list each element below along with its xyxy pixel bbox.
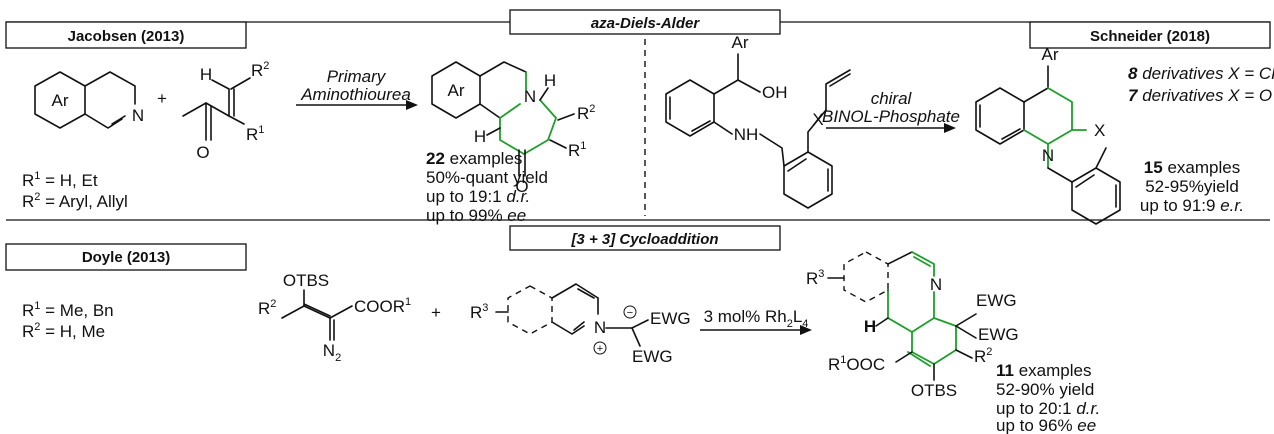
header-jacobsen: Jacobsen (2013) [5,21,247,49]
jacobsen-results-yield: 50%-quant yield [426,168,548,187]
schneider-product-n: N [1042,146,1054,165]
schneider-results: 15 examples 52-95%yield up to 91:9 e.r. [1140,158,1244,215]
doyle-ylide-plus-charge: + [597,343,603,355]
schneider-conditions-line1: chiral [871,89,913,108]
doyle-results-count: 11 examples [996,361,1091,380]
jacobsen-product-h-top: H [544,71,556,90]
schneider-derivative-ch2: 8 derivatives X = CH2 [1128,64,1274,87]
svg-text:Doyle (2013): Doyle (2013) [82,249,170,266]
doyle-product-ester: R1OOC [828,354,885,374]
doyle-product-otbs: OTBS [911,381,957,400]
jacobsen-results: 22 examples 50%-quant yield up to 19:1 d… [426,149,548,225]
jacobsen-reaction-arrow: Primary Aminothiourea [296,67,418,110]
svg-text:aza-Diels-Alder: aza-Diels-Alder [591,15,701,32]
svg-text:Schneider (2018): Schneider (2018) [1090,28,1210,45]
doyle-substituent-r1: R1 = Me, Bn [22,300,114,320]
jacobsen-results-count: 22 examples [426,149,522,168]
doyle-product-r2: R2 [974,346,992,366]
frame-lines [6,21,1270,221]
jacobsen-product-ring-label: Ar [448,81,465,100]
jacobsen-enone-structure: O H R2 R1 [182,60,269,162]
schneider-derivatives: 8 derivatives X = CH2 7 derivatives X = … [1128,64,1274,105]
jacobsen-product-h-ring: H [474,127,486,146]
jacobsen-product-r1: R1 [568,140,586,160]
schneider-reactant-x: X [812,110,823,129]
schneider-reactant-structure: Ar OH NH X [665,33,851,209]
doyle-results-ee: up to 96% ee [996,416,1096,434]
jacobsen-enone-r2: R2 [251,60,269,80]
doyle-plus: + [431,303,441,322]
jacobsen-results-dr: up to 19:1 d.r. [426,187,530,206]
schneider-product-ar: Ar [1042,45,1059,64]
schneider-product-structure: Ar N X [975,45,1121,225]
jacobsen-product-o: O [515,177,528,196]
schneider-product-x: X [1094,121,1105,140]
doyle-results: 11 examples 52-90% yield up to 20:1 d.r.… [996,361,1100,434]
jacobsen-plus: + [157,89,167,108]
schneider-reactant-oh: OH [762,83,788,102]
jacobsen-conditions-line2: Aminothiourea [300,85,411,104]
doyle-results-dr: up to 20:1 d.r. [996,399,1100,418]
jacobsen-product-n: N [524,87,536,106]
schneider-reactant-nh: NH [734,125,759,144]
schneider-results-count: 15 examples [1144,158,1240,177]
schneider-reactant-ar: Ar [732,33,749,52]
jacobsen-results-ee: up to 99% ee [426,206,526,225]
schneider-conditions-line2: BINOL-Phosphate [822,107,960,126]
jacobsen-enone-o: O [196,143,209,162]
schneider-results-yield: 52-95%yield [1145,177,1239,196]
jacobsen-imine-structure: Ar N [34,71,144,129]
jacobsen-enone-h: H [200,65,212,84]
doyle-diazo-r2: R2 [258,298,276,318]
doyle-product-n: N [930,275,942,294]
doyle-product-ewg-bottom: EWG [978,325,1019,344]
doyle-ylide-ewg-bottom: EWG [632,347,673,366]
schneider-derivative-o: 7 derivatives X = O [1128,86,1272,105]
schneider-results-er: up to 91:9 e.r. [1140,196,1244,215]
doyle-product-r3: R3 [806,268,824,288]
doyle-ylide-r3: R3 [470,302,488,322]
doyle-diazo-coor: COOR1 [354,296,411,316]
jacobsen-product-structure: Ar N H H O R2 R1 [431,61,595,196]
doyle-ylide-minus-charge: − [627,307,633,319]
svg-text:[3 + 3] Cycloaddition: [3 + 3] Cycloaddition [570,231,718,248]
header-aza-diels-alder: aza-Diels-Alder [509,9,781,35]
doyle-results-yield: 52-90% yield [996,380,1094,399]
jacobsen-substituent-r2: R2 = Aryl, Allyl [22,191,128,211]
jacobsen-ring-label: Ar [52,91,69,110]
doyle-product-ewg-top: EWG [976,291,1017,310]
doyle-product-h: H [864,317,876,336]
jacobsen-enone-r1: R1 [246,124,264,144]
doyle-substituent-r2: R2 = H, Me [22,321,105,341]
header-schneider: Schneider (2018) [1029,21,1271,49]
jacobsen-product-r2: R2 [577,103,595,123]
doyle-ylide-ewg-top: EWG [650,309,691,328]
doyle-ylide-structure: R3 N + − EWG EWG [470,283,691,366]
doyle-diazo-n2: N2 [323,341,341,364]
header-doyle: Doyle (2013) [5,243,247,271]
jacobsen-conditions-line1: Primary [327,67,387,86]
doyle-conditions: 3 mol% Rh2L4 [704,307,809,330]
doyle-diazo-structure: R2 OTBS COOR1 N2 [258,271,411,364]
doyle-product-structure: R3 N EWG EWG H R2 R1OOC OTBS [806,251,1019,400]
svg-text:Jacobsen (2013): Jacobsen (2013) [68,28,185,45]
doyle-reaction-arrow: 3 mol% Rh2L4 [700,307,812,335]
jacobsen-substituent-r1: R1 = H, Et [22,170,98,190]
doyle-ylide-n: N [594,318,606,337]
schneider-reaction-arrow: chiral BINOL-Phosphate [822,89,960,133]
doyle-diazo-otbs: OTBS [283,271,329,290]
jacobsen-imine-n: N [132,106,144,125]
header-cycloaddition: [3 + 3] Cycloaddition [509,225,781,251]
